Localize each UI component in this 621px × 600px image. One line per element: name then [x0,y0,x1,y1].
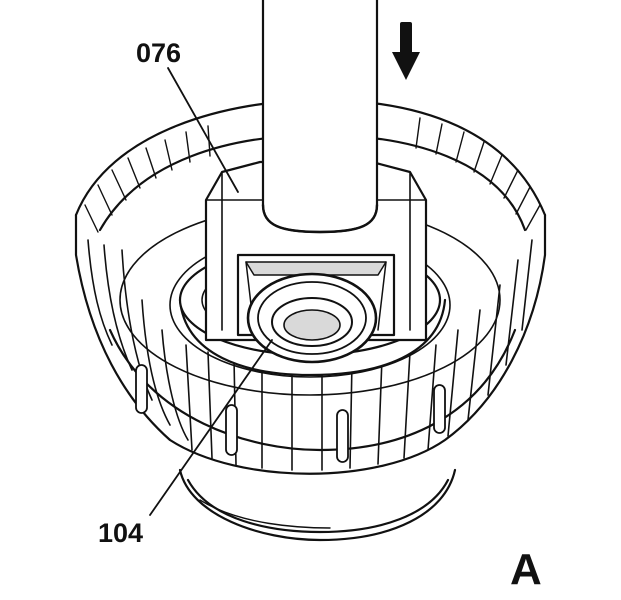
leader-line-104 [149,339,273,516]
base-ring [178,468,457,542]
wall-slots [135,364,446,463]
view-label: A [510,545,542,594]
arrow-down-icon [392,22,420,80]
callout-076: 076 [136,38,182,68]
callout-104: 104 [98,518,144,548]
seal-ring-104 [246,272,378,364]
leader-line-076 [167,67,239,193]
